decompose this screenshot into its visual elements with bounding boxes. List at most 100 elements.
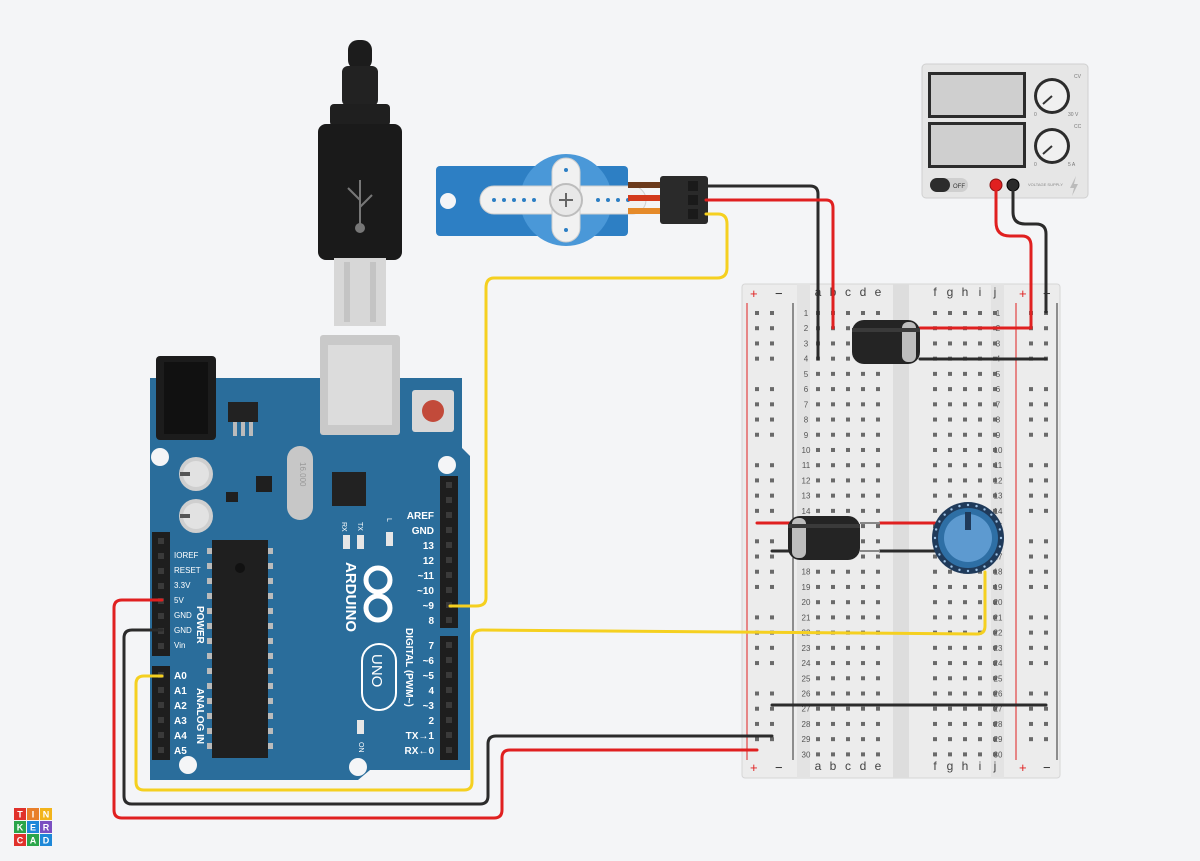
header-socket[interactable] — [446, 642, 452, 648]
rail-hole[interactable] — [1044, 615, 1048, 620]
breadboard-hole[interactable] — [816, 706, 820, 711]
breadboard-hole[interactable] — [846, 447, 850, 452]
breadboard-hole[interactable] — [933, 600, 937, 605]
breadboard-hole[interactable] — [933, 478, 937, 483]
breadboard-hole[interactable] — [831, 463, 835, 468]
header-socket[interactable] — [446, 497, 452, 503]
header-socket[interactable] — [158, 568, 164, 574]
servo-motor[interactable] — [436, 154, 708, 246]
breadboard-hole[interactable] — [876, 645, 880, 650]
breadboard-hole[interactable] — [876, 387, 880, 392]
breadboard-hole[interactable] — [876, 706, 880, 711]
breadboard-hole[interactable] — [861, 661, 865, 666]
breadboard-hole[interactable] — [978, 706, 982, 711]
breadboard-hole[interactable] — [978, 752, 982, 757]
breadboard-hole[interactable] — [948, 737, 952, 742]
rail-hole[interactable] — [1044, 326, 1048, 331]
breadboard-hole[interactable] — [816, 447, 820, 452]
breadboard-hole[interactable] — [861, 554, 865, 559]
breadboard-hole[interactable] — [963, 432, 967, 437]
breadboard-hole[interactable] — [861, 752, 865, 757]
breadboard-hole[interactable] — [978, 402, 982, 407]
breadboard-hole[interactable] — [963, 615, 967, 620]
breadboard-hole[interactable] — [831, 417, 835, 422]
rail-hole[interactable] — [755, 341, 759, 346]
breadboard-hole[interactable] — [978, 645, 982, 650]
breadboard-hole[interactable] — [876, 508, 880, 513]
breadboard-hole[interactable] — [933, 661, 937, 666]
breadboard-hole[interactable] — [831, 341, 835, 346]
power-supply[interactable]: CV CC 30 V 0 5 A 0 OFF VOLTAGE SUPPLY — [921, 63, 1089, 199]
breadboard-hole[interactable] — [816, 676, 820, 681]
rail-hole[interactable] — [1044, 493, 1048, 498]
breadboard-hole[interactable] — [948, 417, 952, 422]
breadboard-hole[interactable] — [846, 584, 850, 589]
breadboard-hole[interactable] — [876, 721, 880, 726]
breadboard-hole[interactable] — [876, 463, 880, 468]
breadboard-hole[interactable] — [993, 630, 997, 635]
rail-hole[interactable] — [1044, 463, 1048, 468]
breadboard-hole[interactable] — [816, 432, 820, 437]
rail-hole[interactable] — [1044, 721, 1048, 726]
breadboard-hole[interactable] — [963, 493, 967, 498]
breadboard-hole[interactable] — [861, 539, 865, 544]
breadboard-hole[interactable] — [993, 341, 997, 346]
rail-hole[interactable] — [770, 508, 774, 513]
arduino-uno[interactable]: 16.000 RX TX L ON ARDUINO UNO POWER ANAL… — [150, 335, 470, 780]
breadboard-hole[interactable] — [846, 676, 850, 681]
breadboard-hole[interactable] — [993, 387, 997, 392]
breadboard-hole[interactable] — [846, 371, 850, 376]
breadboard-hole[interactable] — [993, 645, 997, 650]
breadboard-hole[interactable] — [993, 417, 997, 422]
rail-hole[interactable] — [755, 737, 759, 742]
breadboard-hole[interactable] — [993, 584, 997, 589]
rail-hole[interactable] — [1029, 691, 1033, 696]
breadboard-hole[interactable] — [846, 341, 850, 346]
breadboard-hole[interactable] — [963, 341, 967, 346]
rail-hole[interactable] — [755, 539, 759, 544]
breadboard-hole[interactable] — [993, 371, 997, 376]
breadboard-hole[interactable] — [978, 463, 982, 468]
breadboard-hole[interactable] — [933, 737, 937, 742]
rail-hole[interactable] — [770, 478, 774, 483]
breadboard-hole[interactable] — [933, 584, 937, 589]
rail-hole[interactable] — [770, 539, 774, 544]
rail-hole[interactable] — [770, 326, 774, 331]
rail-hole[interactable] — [1029, 584, 1033, 589]
breadboard-hole[interactable] — [831, 447, 835, 452]
breadboard-hole[interactable] — [933, 752, 937, 757]
breadboard-hole[interactable] — [933, 615, 937, 620]
header-socket[interactable] — [446, 702, 452, 708]
power-header[interactable] — [152, 532, 170, 656]
rail-hole[interactable] — [770, 463, 774, 468]
breadboard-hole[interactable] — [978, 493, 982, 498]
breadboard-hole[interactable] — [831, 737, 835, 742]
breadboard-hole[interactable] — [861, 387, 865, 392]
breadboard-hole[interactable] — [993, 447, 997, 452]
rail-hole[interactable] — [1044, 691, 1048, 696]
breadboard-hole[interactable] — [831, 508, 835, 513]
header-socket[interactable] — [446, 587, 452, 593]
rail-hole[interactable] — [755, 584, 759, 589]
breadboard-hole[interactable] — [831, 752, 835, 757]
breadboard-hole[interactable] — [948, 615, 952, 620]
rail-hole[interactable] — [755, 326, 759, 331]
breadboard-hole[interactable] — [861, 706, 865, 711]
breadboard-hole[interactable] — [861, 676, 865, 681]
rail-hole[interactable] — [770, 661, 774, 666]
header-socket[interactable] — [446, 657, 452, 663]
rail-hole[interactable] — [1044, 539, 1048, 544]
breadboard-hole[interactable] — [861, 493, 865, 498]
breadboard-hole[interactable] — [831, 645, 835, 650]
breadboard-hole[interactable] — [876, 600, 880, 605]
breadboard-hole[interactable] — [816, 493, 820, 498]
rail-hole[interactable] — [770, 645, 774, 650]
breadboard-hole[interactable] — [933, 706, 937, 711]
header-socket[interactable] — [446, 717, 452, 723]
rail-hole[interactable] — [1029, 554, 1033, 559]
rail-hole[interactable] — [755, 615, 759, 620]
breadboard-hole[interactable] — [933, 463, 937, 468]
breadboard-hole[interactable] — [978, 615, 982, 620]
breadboard-hole[interactable] — [846, 737, 850, 742]
header-socket[interactable] — [158, 583, 164, 589]
